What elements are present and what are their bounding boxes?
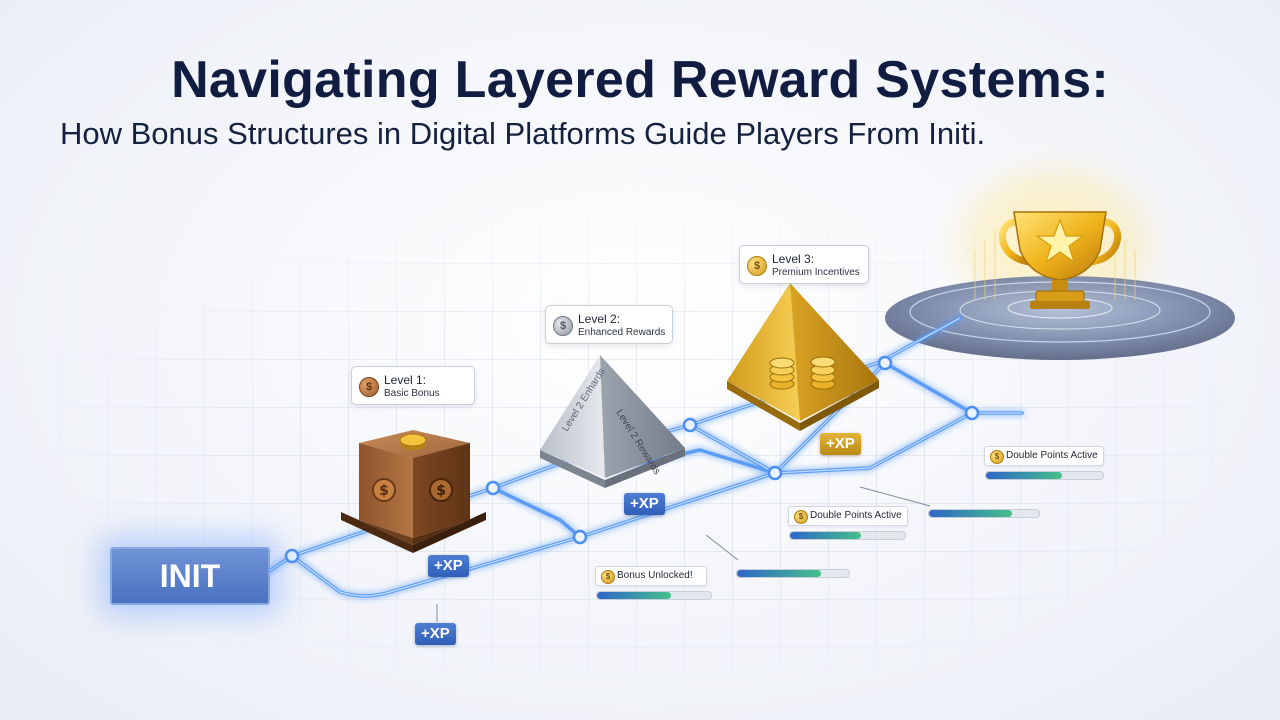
- coin-stack-right: [810, 356, 836, 390]
- coin-icon: $: [794, 510, 808, 524]
- level-2-silver-pyramid: Level 2 Enhards Level 2 Rewards: [540, 355, 685, 488]
- progress-bar-double-points-2: [985, 471, 1104, 480]
- progress-fill: [929, 510, 1012, 517]
- xp-badge-level-1: +XP: [428, 555, 469, 577]
- level-3-subtitle: Premium Incentives: [772, 267, 860, 278]
- path-middle: [491, 486, 582, 539]
- level-3-card: $ Level 3: Premium Incentives: [739, 245, 869, 284]
- level-2-title: Level 2:: [578, 312, 621, 326]
- connector-lines: [436, 486, 931, 622]
- coin-icon: $: [553, 315, 573, 336]
- path-node: [767, 465, 783, 481]
- level-1-bronze-cube: $ $: [341, 430, 486, 553]
- page-title: Navigating Layered Reward Systems:: [171, 51, 1109, 109]
- xp-badge-level-2: +XP: [624, 493, 665, 515]
- xp-badge-branch: +XP: [415, 623, 456, 645]
- progress-fill: [597, 592, 672, 599]
- star-icon: [1035, 218, 1085, 264]
- level-1-card: $ Level 1: Basic Bonus: [351, 366, 475, 405]
- level-1-title: Level 1:: [384, 373, 427, 387]
- level-1-subtitle: Basic Bonus: [384, 388, 440, 399]
- path-node: [485, 480, 501, 496]
- path-node: [572, 529, 588, 545]
- progress-fill: [737, 570, 821, 577]
- status-card-double-points-2: $ Double Points Active: [984, 446, 1104, 466]
- progress-bar-bonus-unlocked: [596, 591, 712, 600]
- status-label: Double Points Active: [810, 510, 902, 521]
- path-node: [877, 355, 893, 371]
- path-nodes: [284, 355, 980, 564]
- level-2-subtitle: Enhanced Rewards: [578, 327, 666, 338]
- trophy-platform: [885, 276, 1235, 360]
- svg-text:$: $: [436, 483, 446, 499]
- coin-stack-left: [769, 357, 795, 390]
- progress-fill: [986, 472, 1063, 479]
- level-3-title: Level 3:: [772, 252, 815, 266]
- path-node: [964, 405, 980, 421]
- progress-bar-double-points-1: [789, 531, 906, 540]
- coin-icon: $: [990, 450, 1004, 464]
- progress-bar-extra-2: [928, 509, 1040, 518]
- coin-icon: $: [747, 255, 767, 276]
- init-start-node: INIT: [110, 547, 270, 605]
- xp-badge-level-3: +XP: [820, 433, 861, 455]
- status-card-double-points-1: $ Double Points Active: [788, 506, 908, 526]
- path-top-right: [883, 361, 974, 415]
- page-subtitle: How Bonus Structures in Digital Platform…: [60, 116, 986, 151]
- svg-text:$: $: [379, 483, 389, 499]
- coin-icon: $: [601, 570, 615, 584]
- status-card-bonus-unlocked: $ Bonus Unlocked!: [595, 566, 707, 586]
- status-label: Bonus Unlocked!: [617, 570, 693, 581]
- progress-bar-extra-1: [736, 569, 850, 578]
- progress-fill: [790, 532, 862, 539]
- path-node: [682, 417, 698, 433]
- path-node: [284, 548, 300, 564]
- level-3-gold-pyramid: [727, 283, 879, 431]
- status-label: Double Points Active: [1006, 450, 1098, 461]
- coin-icon: $: [359, 376, 379, 397]
- level-2-card: $ Level 2: Enhanced Rewards: [545, 305, 673, 344]
